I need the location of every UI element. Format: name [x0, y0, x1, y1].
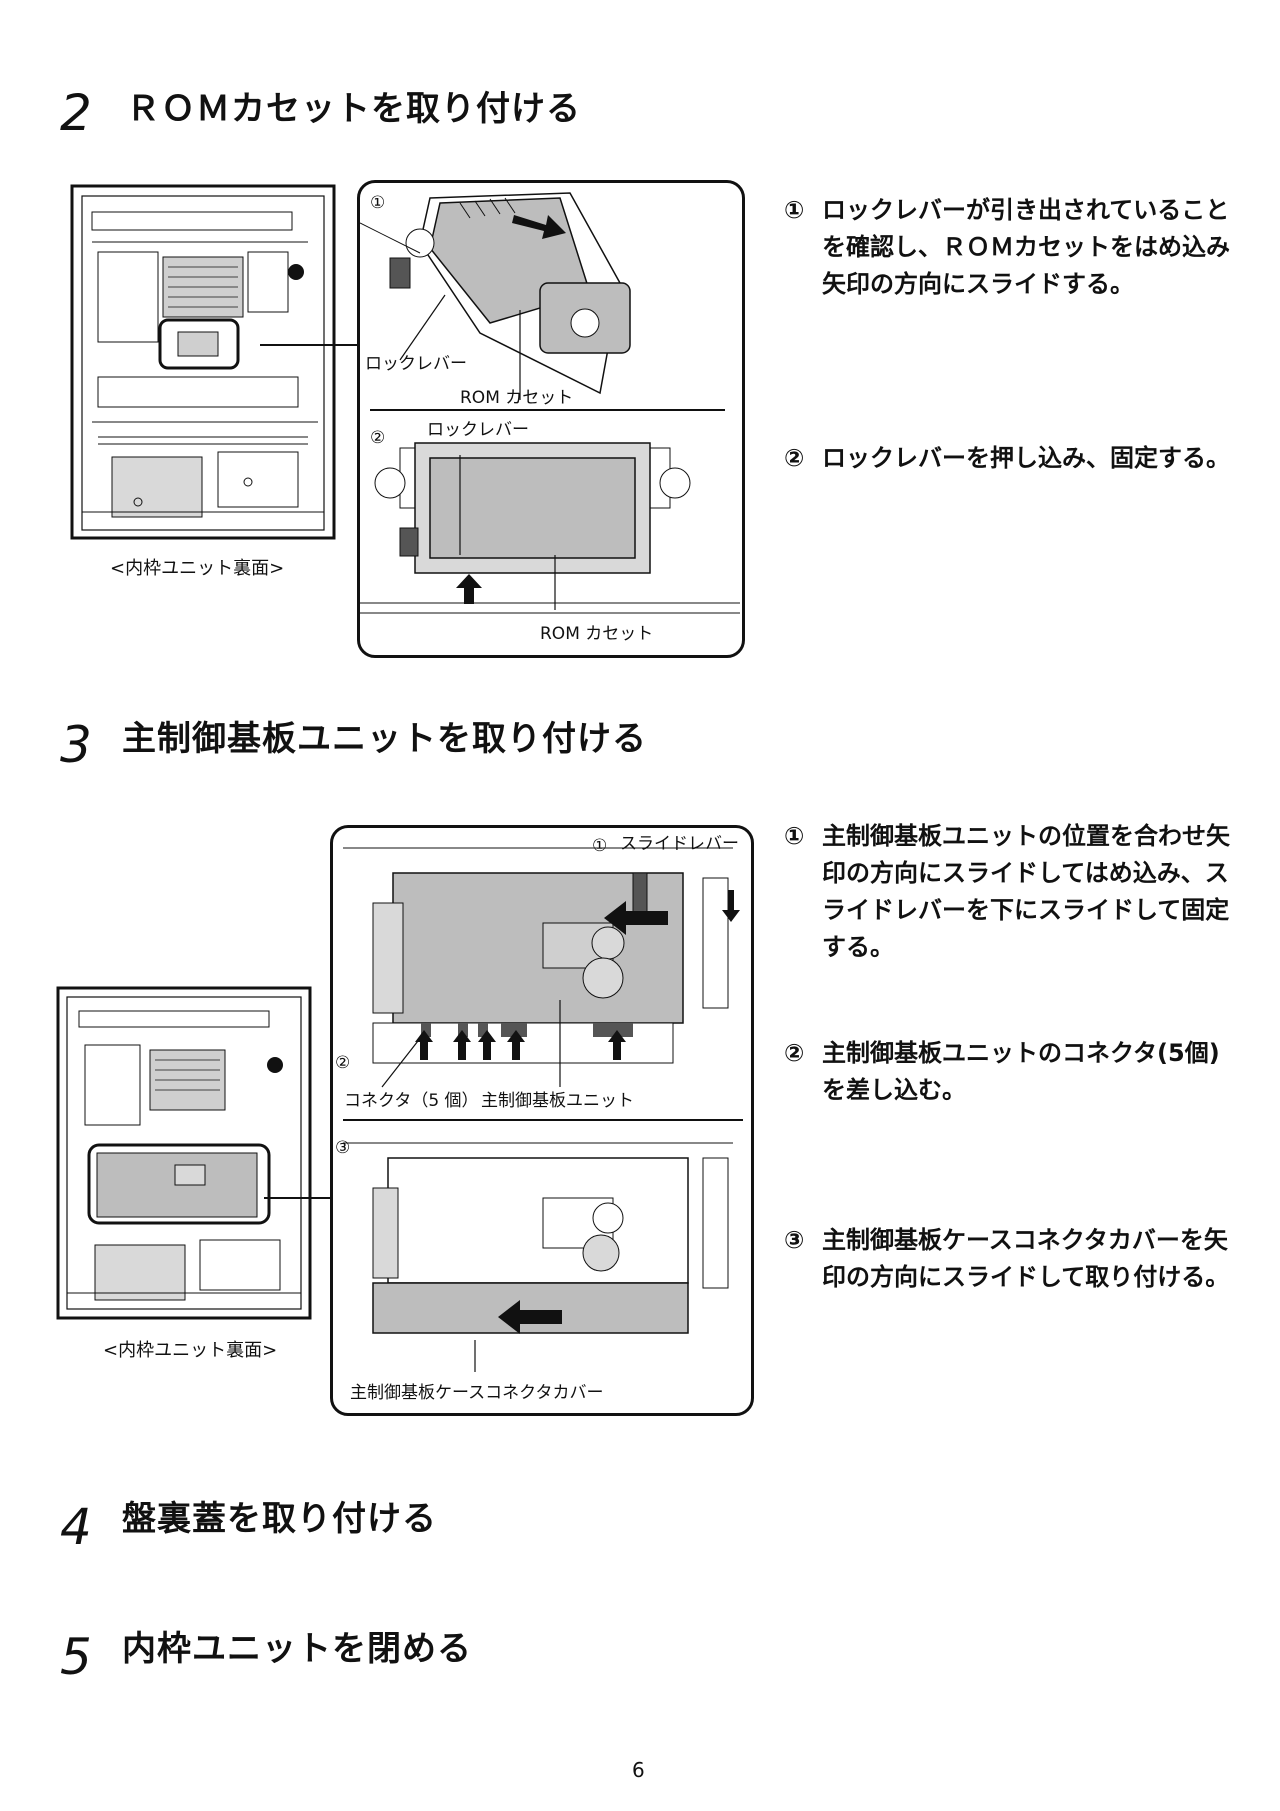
instruction-marker: ① [784, 822, 805, 850]
instruction-marker: ② [784, 444, 805, 472]
instruction-marker: ① [784, 196, 805, 224]
step-3-panel-2-marker: ③ [335, 1138, 351, 1158]
step-2-instruction-2: ② ロックレバーを押し込み、固定する。 [784, 440, 1244, 520]
step-2-number: 2 [60, 84, 92, 142]
step-3-overview-figure [56, 986, 312, 1320]
step-3-slide-lever-label: スライドレバー [620, 834, 739, 854]
step-3-leader-lines [381, 1000, 561, 1372]
step-2-figure-caption: <内枠ユニット裏面> [110, 558, 285, 579]
step-3-panel-1-marker-2: ② [335, 1053, 351, 1073]
step-3-connector-label: コネクタ（5 個） [344, 1091, 479, 1111]
leader-line [264, 1197, 336, 1199]
instruction-marker: ③ [784, 1226, 805, 1254]
slide-arrow-icon [512, 215, 566, 239]
step-5-title: 内枠ユニットを閉める [122, 1629, 472, 1669]
step-2-overview-figure [70, 184, 336, 540]
instruction-text: ロックレバーが引き出されていることを確認し、ＲＯＭカセットをはめ込み矢印の方向に… [822, 196, 1230, 298]
instruction-text: ロックレバーを押し込み、固定する。 [822, 444, 1230, 472]
step-2-panel-2-lever-label: ロックレバー [427, 420, 529, 440]
main-board-unit-drawing [343, 847, 733, 1064]
step-2-panel-2-marker: ② [370, 428, 386, 448]
step-2-detail-illustration [360, 192, 740, 614]
push-up-arrow-icon [456, 574, 482, 604]
step-3-connector-cover-label: 主制御基板ケースコネクタカバー [350, 1383, 604, 1403]
step-3-number: 3 [60, 716, 92, 774]
leader-line [260, 344, 360, 346]
page-number: 6 [632, 1758, 645, 1782]
rom-cassette-slide-drawing [360, 192, 631, 395]
step-4-title: 盤裏蓋を取り付ける [122, 1499, 437, 1539]
step-5-number: 5 [60, 1628, 92, 1686]
step-3-instruction-2: ② 主制御基板ユニットのコネクタ(5個)を差し込む。 [784, 1035, 1244, 1115]
step-3-detail-illustration [343, 847, 743, 1334]
step-3-main-board-label: 主制御基板ユニット [481, 1091, 634, 1111]
step-3-title: 主制御基板ユニットを取り付ける [122, 719, 647, 759]
step-2-title: ＲＯＭカセットを取り付ける [126, 89, 581, 129]
step-2-panel-1-lever-label: ロックレバー [365, 354, 467, 374]
step-2-panel-1-rom-label: ROM カセット [460, 388, 574, 408]
connector-cover-drawing [343, 1142, 733, 1334]
push-up-arrows [415, 1030, 626, 1060]
step-4-number: 4 [60, 1498, 92, 1556]
slide-left-arrow-icon [498, 1300, 562, 1334]
step-2-leader-lines [399, 294, 556, 610]
rom-cassette-fixed-drawing [360, 442, 740, 614]
step-2-instruction-1: ① ロックレバーが引き出されていることを確認し、ＲＯＭカセットをはめ込み矢印の方… [784, 192, 1244, 307]
instruction-text: 主制御基板ユニットの位置を合わせ矢印の方向にスライドしてはめ込み、スライドレバー… [822, 822, 1230, 961]
instruction-text: 主制御基板ユニットのコネクタ(5個)を差し込む。 [822, 1039, 1220, 1104]
step-2-panel-1-marker: ① [370, 193, 386, 213]
slide-down-arrow-icon [722, 890, 740, 922]
step-3-instruction-3: ③ 主制御基板ケースコネクタカバーを矢印の方向にスライドして取り付ける。 [784, 1222, 1244, 1337]
instruction-marker: ② [784, 1039, 805, 1067]
instruction-text: 主制御基板ケースコネクタカバーを矢印の方向にスライドして取り付ける。 [822, 1226, 1230, 1291]
step-2-panel-2-rom-label: ROM カセット [540, 624, 654, 644]
step-3-instruction-1: ① 主制御基板ユニットの位置を合わせ矢印の方向にスライドしてはめ込み、スライドレ… [784, 818, 1244, 968]
slide-left-arrow-icon [604, 901, 668, 935]
step-3-figure-caption: <内枠ユニット裏面> [103, 1340, 278, 1361]
step-3-panel-1-marker-1: ① [592, 836, 608, 856]
